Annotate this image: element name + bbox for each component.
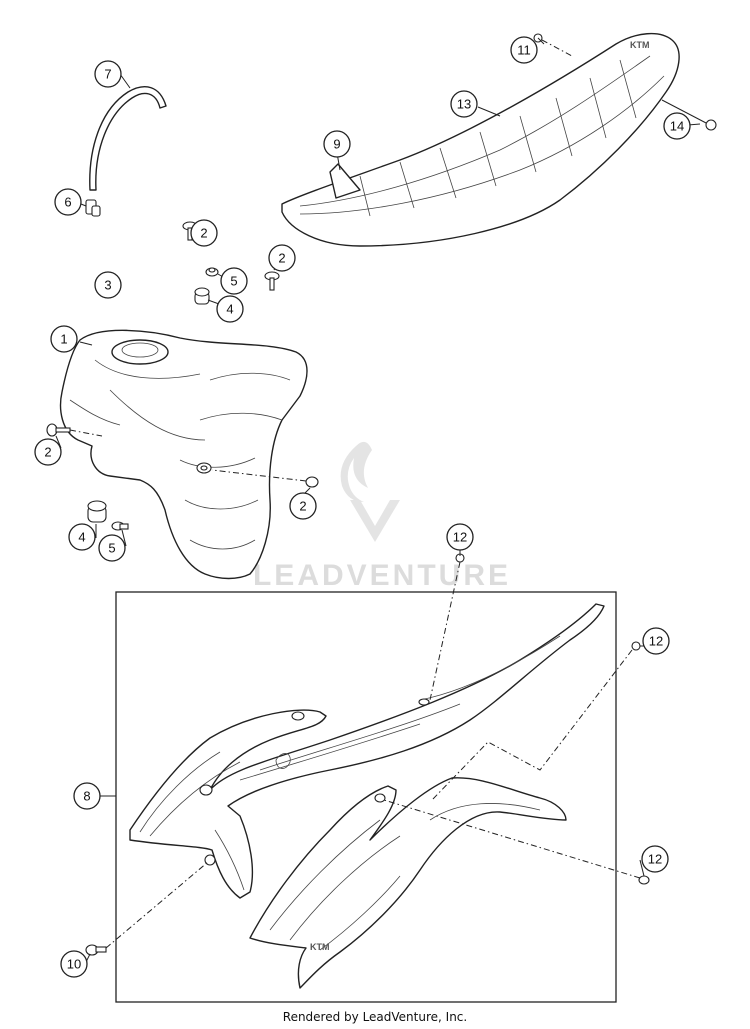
svg-text:2: 2: [278, 251, 285, 266]
callout-4-bottom: 4: [68, 523, 96, 551]
callout-8: 8: [73, 782, 101, 810]
bushing-4b: [87, 500, 107, 523]
svg-text:8: 8: [83, 789, 90, 804]
callout-5-bottom: 5: [98, 534, 126, 562]
svg-text:4: 4: [78, 530, 85, 545]
svg-text:5: 5: [230, 274, 237, 289]
callout-9: 9: [323, 130, 351, 158]
screw-10: [85, 944, 107, 956]
svg-text:4: 4: [226, 302, 233, 317]
callout-10: 10: [60, 950, 88, 978]
callout-7: 7: [94, 60, 122, 88]
svg-text:3: 3: [104, 278, 111, 293]
fuel-tank: [59, 329, 308, 580]
callout-2-top-right: 2: [268, 244, 296, 272]
svg-text:12: 12: [649, 634, 663, 649]
svg-text:2: 2: [200, 226, 207, 241]
svg-text:2: 2: [299, 499, 306, 514]
svg-text:12: 12: [453, 530, 467, 545]
seat-rubber: [329, 163, 361, 199]
callout-12-top: 12: [446, 523, 474, 551]
bushing-4a: [194, 287, 210, 305]
washer-5a: [205, 267, 219, 277]
side-cover-left: [129, 603, 605, 899]
callout-4-top: 4: [216, 295, 244, 323]
seat: KTM: [281, 33, 680, 247]
screw-12c: [638, 875, 650, 885]
callout-2-top-left: 2: [190, 219, 218, 247]
screw-2d: [305, 476, 319, 488]
callout-14: 14: [663, 112, 691, 140]
callout-12-right: 12: [642, 627, 670, 655]
callout-5-top: 5: [220, 267, 248, 295]
svg-text:11: 11: [517, 43, 531, 58]
svg-text:9: 9: [333, 137, 340, 152]
callout-3: 3: [94, 271, 122, 299]
svg-text:10: 10: [67, 957, 81, 972]
svg-text:5: 5: [108, 541, 115, 556]
callout-12-bottom: 12: [641, 845, 669, 873]
side-cover-group-box: [115, 591, 617, 1003]
callout-11: 11: [510, 36, 538, 64]
callout-2-left: 2: [34, 438, 62, 466]
callout-1: 1: [50, 325, 78, 353]
callout-13: 13: [450, 90, 478, 118]
side-cover-right: KTM: [249, 777, 567, 989]
svg-text:14: 14: [670, 119, 684, 134]
watermark-text: LEADVENTURE: [253, 559, 511, 592]
fuel-hose: [89, 86, 167, 191]
svg-text:KTM: KTM: [310, 942, 330, 952]
svg-text:6: 6: [64, 195, 71, 210]
screw-12b: [631, 641, 641, 651]
callout-2-right: 2: [289, 492, 317, 520]
leadventure-watermark: LEADVENTURE: [253, 441, 511, 592]
screw-2b: [264, 271, 280, 291]
hose-clamp: [85, 199, 101, 217]
svg-text:7: 7: [104, 67, 111, 82]
svg-text:1: 1: [60, 332, 67, 347]
svg-text:KTM: KTM: [630, 40, 650, 50]
svg-text:12: 12: [648, 852, 662, 867]
credit-text: Rendered by LeadVenture, Inc.: [282, 1010, 468, 1024]
bolt-14: [661, 99, 717, 131]
svg-text:13: 13: [457, 97, 471, 112]
screw-5b: [111, 521, 129, 531]
svg-text:2: 2: [44, 445, 51, 460]
callout-6: 6: [54, 188, 82, 216]
